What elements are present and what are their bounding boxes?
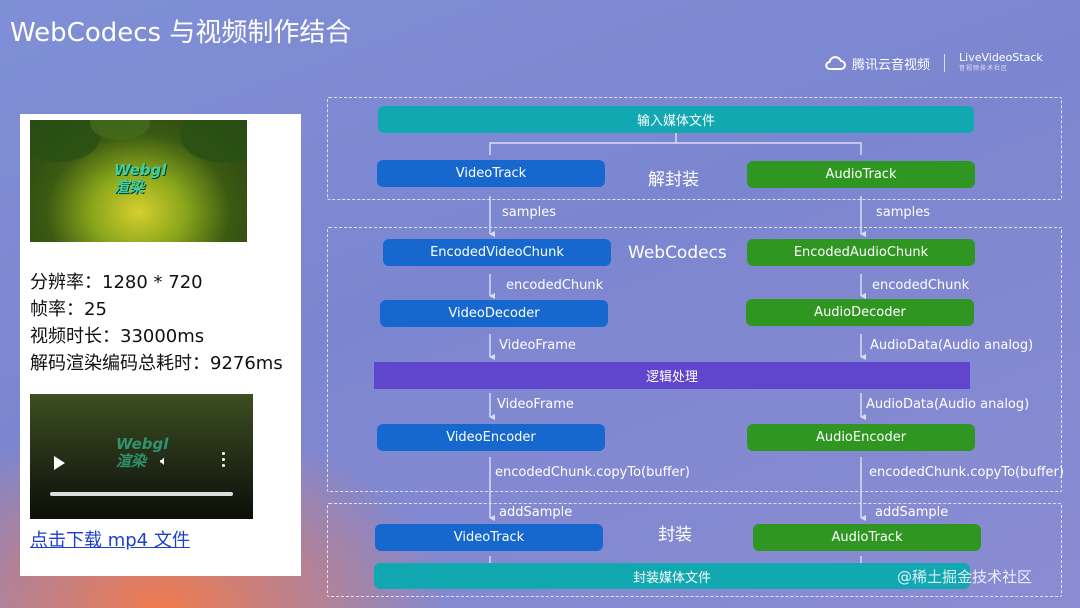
stat-total-time: 解码渲染编码总耗时：9276ms xyxy=(30,353,283,374)
edge-copy-audio: encodedChunk.copyTo(buffer) xyxy=(869,465,1064,480)
edge-video-frame-2: VideoFrame xyxy=(497,397,574,412)
edge-video-frame-1: VideoFrame xyxy=(499,338,576,353)
brand-livevideostack: LiveVideoStack 音视频技术社区 xyxy=(959,51,1043,72)
stat-duration: 视频时长：33000ms xyxy=(30,326,205,347)
node-video-track-in: VideoTrack xyxy=(377,160,605,187)
page-title: WebCodecs 与视频制作结合 xyxy=(10,18,352,48)
download-mp4-link[interactable]: 点击下载 mp4 文件 xyxy=(30,530,190,551)
node-video-decoder: VideoDecoder xyxy=(380,300,608,327)
node-audio-track-in: AudioTrack xyxy=(747,161,975,188)
thumb-text-webgl: Webgl xyxy=(114,161,167,179)
node-logic-processing: 逻辑处理 xyxy=(374,362,970,389)
webgl-render-image: Webgl 渲染 xyxy=(30,120,247,242)
edge-encoded-chunk-audio: encodedChunk xyxy=(872,278,970,293)
player-text-webgl: Webgl xyxy=(116,435,169,453)
play-icon[interactable] xyxy=(54,456,65,470)
group-mux xyxy=(327,503,1062,597)
edge-audio-data-1: AudioData(Audio analog) xyxy=(870,338,1034,353)
volume-icon[interactable]: 🔈︎ xyxy=(160,454,168,469)
video-stats: 分辨率：1280 * 720 帧率：25 视频时长：33000ms 解码渲染编码… xyxy=(30,269,283,377)
node-video-encoder: VideoEncoder xyxy=(377,424,605,451)
group-demux xyxy=(327,97,1062,200)
brand-logos: 腾讯云音视频 LiveVideoStack 音视频技术社区 xyxy=(824,52,1043,74)
watermark: @稀土掘金技术社区 xyxy=(897,568,1033,586)
group-label-demux: 解封装 xyxy=(648,170,699,190)
progress-bar[interactable] xyxy=(50,492,233,496)
group-label-mux: 封装 xyxy=(658,525,692,545)
edge-samples-video: samples xyxy=(502,205,557,220)
node-audio-encoder: AudioEncoder xyxy=(747,424,975,451)
stat-framerate: 帧率：25 xyxy=(30,299,107,320)
video-player[interactable]: Webgl 渲染 🔈︎ xyxy=(30,394,253,519)
edge-encoded-chunk-video: encodedChunk xyxy=(506,278,604,293)
node-input-file: 输入媒体文件 xyxy=(378,106,974,133)
player-text-render: 渲染 xyxy=(116,452,147,470)
demo-panel: Webgl 渲染 分辨率：1280 * 720 帧率：25 视频时长：33000… xyxy=(20,114,301,576)
edge-add-sample-audio: addSample xyxy=(875,505,949,520)
node-audio-track-out: AudioTrack xyxy=(753,524,981,551)
more-options-icon[interactable] xyxy=(222,452,226,470)
node-output-file: 封装媒体文件 xyxy=(374,563,970,589)
group-webcodecs xyxy=(327,227,1062,492)
node-encoded-video-chunk: EncodedVideoChunk xyxy=(383,239,611,266)
thumb-text-render: 渲染 xyxy=(114,178,145,196)
edge-copy-video: encodedChunk.copyTo(buffer) xyxy=(495,465,690,480)
edge-audio-data-2: AudioData(Audio analog) xyxy=(866,397,1030,412)
edge-add-sample-video: addSample xyxy=(499,505,573,520)
node-audio-decoder: AudioDecoder xyxy=(746,299,974,326)
brand-divider xyxy=(944,54,946,72)
edge-samples-audio: samples xyxy=(876,205,931,220)
node-video-track-out: VideoTrack xyxy=(375,524,603,551)
node-encoded-audio-chunk: EncodedAudioChunk xyxy=(747,239,975,266)
group-label-webcodecs: WebCodecs xyxy=(628,243,727,263)
stat-resolution: 分辨率：1280 * 720 xyxy=(30,272,203,293)
brand-tencent: 腾讯云音视频 xyxy=(852,57,931,73)
cloud-icon xyxy=(825,56,846,70)
